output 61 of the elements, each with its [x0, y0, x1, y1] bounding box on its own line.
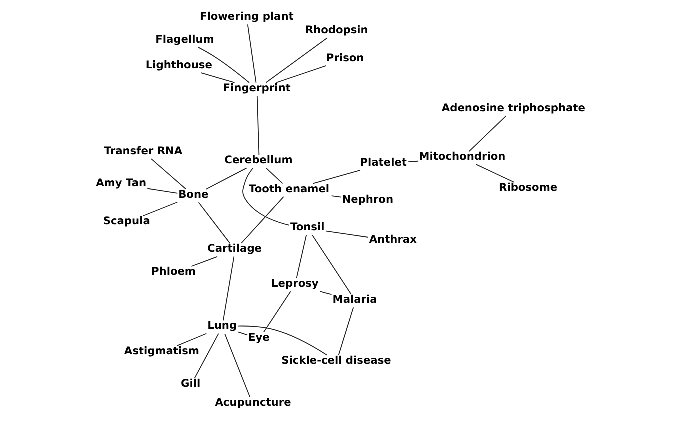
node-text: Gill: [180, 376, 200, 390]
connector: [256, 96, 260, 156]
node-text: Cartilage: [207, 242, 262, 256]
node-text: Leprosy: [271, 276, 318, 290]
connector: [468, 116, 506, 152]
connector: [312, 234, 352, 295]
node-text: Tooth enamel: [248, 182, 330, 196]
node-text: Rhodopsin: [304, 24, 368, 37]
connector: [338, 307, 354, 356]
node-text: Adenosine triphosphate: [441, 101, 585, 114]
node-text: Malaria: [332, 292, 377, 306]
node-text: Platelet: [360, 156, 406, 169]
connector: [224, 334, 250, 398]
node-text: Eye: [248, 330, 270, 344]
connector: [200, 72, 235, 84]
node-text: Lighthouse: [145, 58, 212, 72]
connector: [476, 164, 514, 183]
connector: [266, 168, 283, 184]
connector: [246, 24, 256, 84]
connector: [237, 326, 328, 356]
connector: [176, 333, 207, 346]
connector: [190, 256, 218, 267]
connector: [262, 291, 291, 333]
node-text: Prison: [326, 51, 364, 64]
connector: [237, 332, 248, 336]
connector: [408, 160, 418, 163]
connector: [150, 158, 186, 190]
node-text: Bone: [178, 188, 208, 201]
node-text: Transfer RNA: [104, 144, 182, 158]
node-text: Anthrax: [368, 233, 416, 246]
node-text: Scapula: [102, 214, 150, 228]
connector: [312, 170, 360, 184]
connector: [265, 38, 328, 84]
connector: [222, 256, 234, 322]
node-text: Lung: [207, 319, 237, 332]
node-text: Ribosome: [498, 181, 558, 194]
connector: [205, 168, 247, 190]
connector: [242, 168, 290, 226]
connector: [276, 65, 326, 84]
node-text: Sickle-cell disease: [281, 354, 391, 367]
node-text: Flowering plant: [199, 10, 294, 24]
node-text: Flagellum: [155, 32, 214, 46]
connector: [142, 202, 178, 216]
node-text: Amy Tan: [96, 176, 146, 190]
connector: [198, 202, 230, 244]
node-text: Phloem: [150, 265, 196, 278]
node-text: Astigmatism: [124, 344, 199, 358]
node-text: Cerebellum: [224, 154, 292, 167]
connector: [146, 188, 178, 194]
connector: [330, 196, 342, 198]
node-text: Tonsil: [290, 220, 324, 234]
connector: [240, 196, 284, 244]
node-text: Nephron: [342, 193, 394, 206]
connector: [296, 234, 307, 279]
connector: [326, 230, 368, 238]
connector: [194, 333, 219, 379]
connector: [319, 291, 332, 296]
connector: [198, 47, 250, 84]
node-text: Mitochondrion: [418, 150, 506, 164]
node-text: Acupuncture: [214, 396, 291, 409]
node-text: Fingerprint: [222, 81, 290, 94]
